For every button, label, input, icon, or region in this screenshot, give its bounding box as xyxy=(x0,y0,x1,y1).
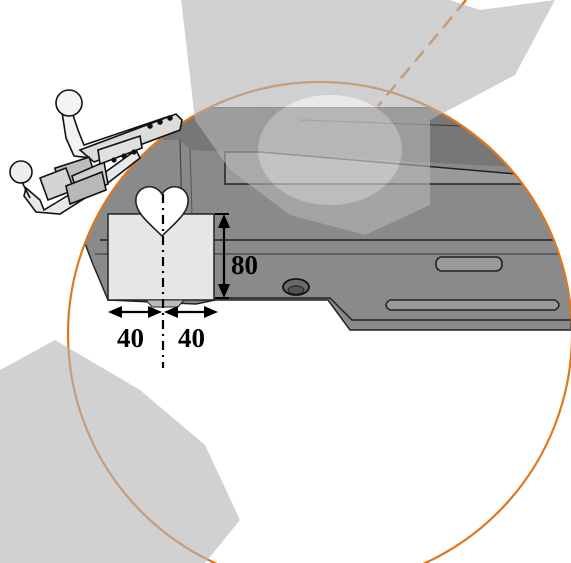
height-dimension: 80 xyxy=(215,213,258,299)
right-offset-label: 40 xyxy=(178,323,205,353)
tow-bar-detachable-icon xyxy=(9,134,143,215)
width-dimension: 40 40 xyxy=(108,306,218,353)
left-offset-label: 40 xyxy=(117,323,144,353)
bumper-lower-slot xyxy=(385,299,560,311)
watermark xyxy=(0,0,555,563)
height-label: 80 xyxy=(231,250,258,280)
bumper-slot xyxy=(435,256,503,272)
